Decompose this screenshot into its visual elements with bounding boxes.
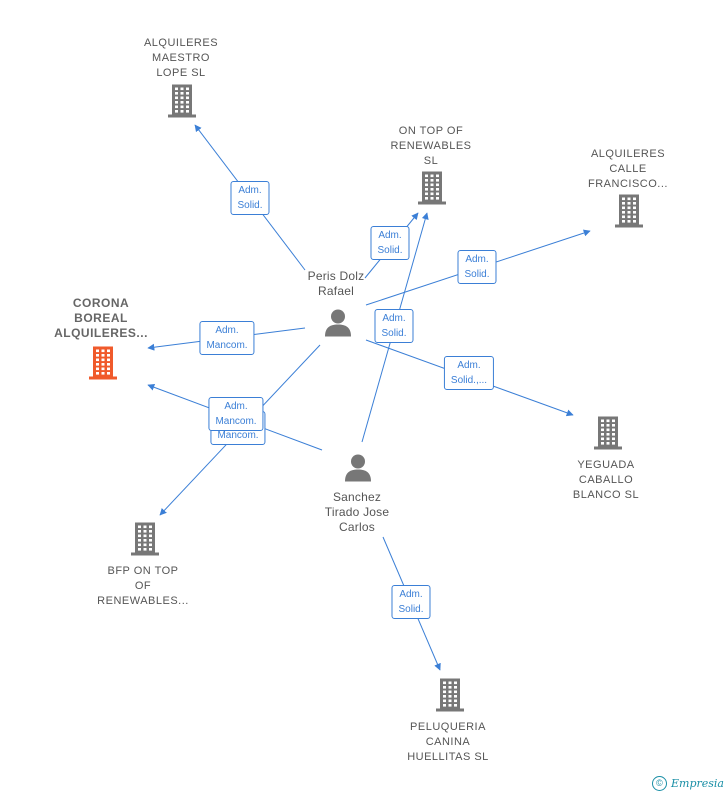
company-label-line: CALLE bbox=[609, 163, 647, 175]
building-icon bbox=[418, 171, 446, 205]
company-label-line: PELUQUERIA bbox=[410, 721, 486, 733]
company-label-line: BLANCO SL bbox=[572, 489, 640, 501]
company-label-line: MAESTRO bbox=[152, 52, 210, 64]
company-node-on_top[interactable] bbox=[415, 171, 449, 210]
company-node-peluqueria[interactable] bbox=[433, 678, 467, 717]
building-icon bbox=[436, 678, 464, 712]
company-node-bfp[interactable] bbox=[128, 522, 162, 561]
relation-badge-peris-corona[interactable]: Adm. Mancom. bbox=[199, 321, 255, 355]
building-icon bbox=[615, 194, 643, 228]
person-label-line: Rafael bbox=[318, 284, 354, 298]
company-label-line: HUELLITAS SL bbox=[407, 751, 489, 763]
company-label-line: OF bbox=[134, 580, 152, 592]
company-label-alq_maestro[interactable]: ALQUILERES MAESTRO LOPE SL bbox=[144, 36, 218, 81]
person-label-line: Carlos bbox=[339, 520, 375, 534]
relation-badge-line: Adm. bbox=[215, 325, 239, 336]
relation-badge-line: Solid. bbox=[398, 604, 424, 615]
company-label-line: FRANCISCO... bbox=[588, 178, 668, 190]
person-node-sanchez[interactable] bbox=[343, 453, 373, 488]
relation-badge-line: Adm. bbox=[457, 360, 481, 371]
person-label-line: Peris Dolz bbox=[307, 269, 365, 283]
company-label-line: YEGUADA bbox=[577, 459, 635, 471]
relation-badge-line: Adm. bbox=[378, 230, 402, 241]
footer: © Empresia bbox=[652, 776, 724, 791]
person-node-peris[interactable] bbox=[323, 308, 353, 343]
relation-badge-line: Solid. bbox=[237, 200, 263, 211]
relation-badge-line: Mancom. bbox=[215, 416, 257, 427]
person-icon bbox=[325, 309, 351, 337]
person-label-line: Tirado Jose bbox=[324, 505, 390, 519]
person-icon bbox=[345, 454, 371, 482]
company-label-on_top[interactable]: ON TOP OF RENEWABLES SL bbox=[390, 124, 471, 169]
company-label-yeguada[interactable]: YEGUADA CABALLO BLANCO SL bbox=[573, 458, 639, 503]
relation-badge-peris-on_top[interactable]: Adm. Solid. bbox=[370, 226, 410, 260]
company-node-alq_calle[interactable] bbox=[612, 194, 646, 233]
company-label-line: SL bbox=[423, 155, 439, 167]
company-label-line: RENEWABLES... bbox=[97, 595, 189, 607]
company-label-line: BOREAL bbox=[74, 311, 128, 325]
relation-badge-peris-alq_maestro[interactable]: Adm. Solid. bbox=[230, 181, 270, 215]
company-label-line: LOPE SL bbox=[156, 67, 206, 79]
relation-badge-sanchez-corona[interactable]: Adm. Mancom. bbox=[208, 397, 264, 431]
company-label-line: RENEWABLES bbox=[390, 140, 472, 152]
relation-badge-peris-alq_calle[interactable]: Adm. Solid. bbox=[457, 250, 497, 284]
company-label-bfp[interactable]: BFP ON TOP OF RENEWABLES... bbox=[97, 564, 189, 609]
copyright-icon: © bbox=[652, 776, 667, 791]
company-node-alq_maestro[interactable] bbox=[165, 84, 199, 123]
relation-badge-line: Mancom. bbox=[206, 340, 248, 351]
relation-badge-line: Adm. bbox=[465, 254, 489, 265]
relation-badge-sanchez-on_top[interactable]: Adm. Solid. bbox=[374, 309, 414, 343]
brand-logo[interactable]: Empresia bbox=[671, 777, 724, 790]
company-node-corona[interactable] bbox=[86, 346, 120, 385]
company-label-peluqueria[interactable]: PELUQUERIA CANINA HUELLITAS SL bbox=[407, 720, 489, 765]
company-label-line: ALQUILERES bbox=[590, 148, 666, 160]
relation-badge-line: Adm. bbox=[238, 185, 262, 196]
company-label-line: CABALLO bbox=[578, 474, 634, 486]
company-label-line: CORONA bbox=[72, 296, 130, 310]
building-icon bbox=[168, 84, 196, 118]
relation-badge-line: Solid. bbox=[381, 328, 407, 339]
relation-badge-line: Adm. bbox=[382, 313, 406, 324]
building-icon bbox=[89, 346, 117, 380]
company-label-alq_calle[interactable]: ALQUILERES CALLE FRANCISCO... bbox=[588, 147, 668, 192]
relation-badge-line: Solid. bbox=[464, 269, 490, 280]
company-label-line: ALQUILERES... bbox=[54, 326, 148, 340]
building-icon bbox=[594, 416, 622, 450]
relation-badge-sanchez-peluqueria[interactable]: Adm. Solid. bbox=[391, 585, 431, 619]
company-label-line: ALQUILERES bbox=[143, 37, 219, 49]
relation-badge-line: Adm. bbox=[399, 589, 423, 600]
relation-badge-line: Adm. bbox=[224, 401, 248, 412]
relation-badge-line: Mancom. bbox=[217, 430, 259, 441]
company-node-yeguada[interactable] bbox=[591, 416, 625, 455]
relation-badge-peris-yeguada[interactable]: Adm. Solid.,... bbox=[443, 356, 495, 390]
person-label-line: Sanchez bbox=[332, 490, 382, 504]
company-label-line: CANINA bbox=[425, 736, 471, 748]
relation-badge-line: Solid.,... bbox=[450, 375, 488, 386]
building-icon bbox=[131, 522, 159, 556]
company-label-line: BFP ON TOP bbox=[107, 565, 179, 577]
relation-badge-line: Solid. bbox=[377, 245, 403, 256]
company-label-line: ON TOP OF bbox=[398, 125, 464, 137]
